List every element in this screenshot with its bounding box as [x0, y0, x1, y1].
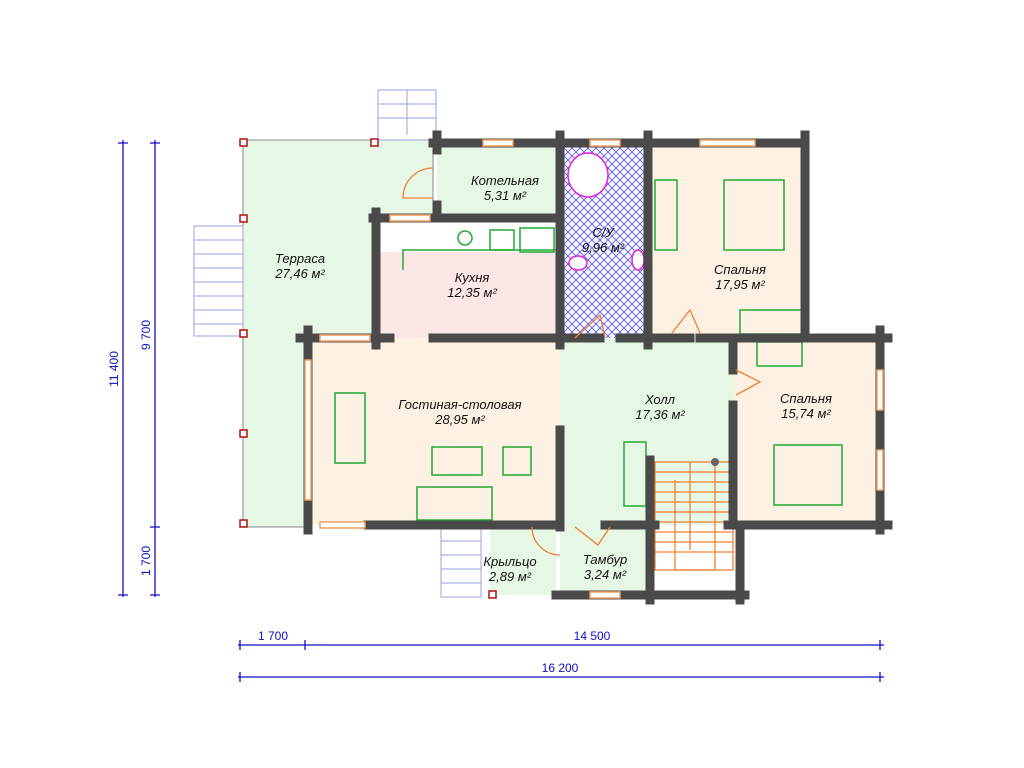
bedroom2-name: Спальня — [780, 391, 832, 406]
living-name: Гостиная-столовая — [398, 397, 521, 412]
bedroom1-area-label: 17,95 м² — [715, 277, 765, 292]
stair-post — [711, 458, 719, 466]
kitchen-area-label: 12,35 м² — [447, 285, 497, 300]
living-area-label: 28,95 м² — [434, 412, 485, 427]
living-area — [305, 338, 560, 525]
terrace-posts — [239, 138, 497, 599]
bathroom-fixtures — [567, 152, 645, 271]
dim-total-height: 11 400 — [107, 351, 121, 387]
dim-porch-height: 1 700 — [139, 546, 153, 576]
dim-main-height: 9 700 — [139, 320, 153, 350]
hall-area-label: 17,36 м² — [635, 407, 685, 422]
dimension-lines — [118, 140, 884, 682]
bedroom2-area-label: 15,74 м² — [781, 406, 831, 421]
dim-terrace-width: 1 700 — [258, 629, 288, 643]
kitchen-name: Кухня — [455, 270, 490, 285]
porch-area-label: 2,89 м² — [488, 569, 532, 584]
dim-main-width: 14 500 — [574, 629, 611, 643]
terrace-area-label: 27,46 м² — [274, 266, 325, 281]
boiler-room-area — [437, 143, 560, 217]
bedroom2-area — [733, 338, 880, 525]
terrace-name: Терраса — [275, 251, 325, 266]
bathroom-area-label: 9,96 м² — [582, 240, 625, 255]
vestibule-area-label: 3,24 м² — [584, 567, 627, 582]
doors — [402, 167, 762, 556]
windows — [304, 139, 884, 599]
porch-area — [490, 527, 556, 595]
hall-name: Холл — [644, 392, 676, 407]
furniture — [334, 179, 843, 521]
bedroom1-name: Спальня — [714, 262, 766, 277]
boiler-area-label: 5,31 м² — [484, 188, 527, 203]
vestibule-area — [560, 525, 650, 595]
terrace-steps — [193, 89, 482, 598]
bathroom-name: С/У — [592, 225, 615, 240]
bedroom1-area — [648, 143, 805, 338]
staircase — [654, 461, 734, 571]
boiler-name: Котельная — [471, 173, 539, 188]
porch-name: Крыльцо — [483, 554, 536, 569]
vestibule-name: Тамбур — [583, 552, 628, 567]
dim-total-width: 16 200 — [542, 661, 579, 675]
